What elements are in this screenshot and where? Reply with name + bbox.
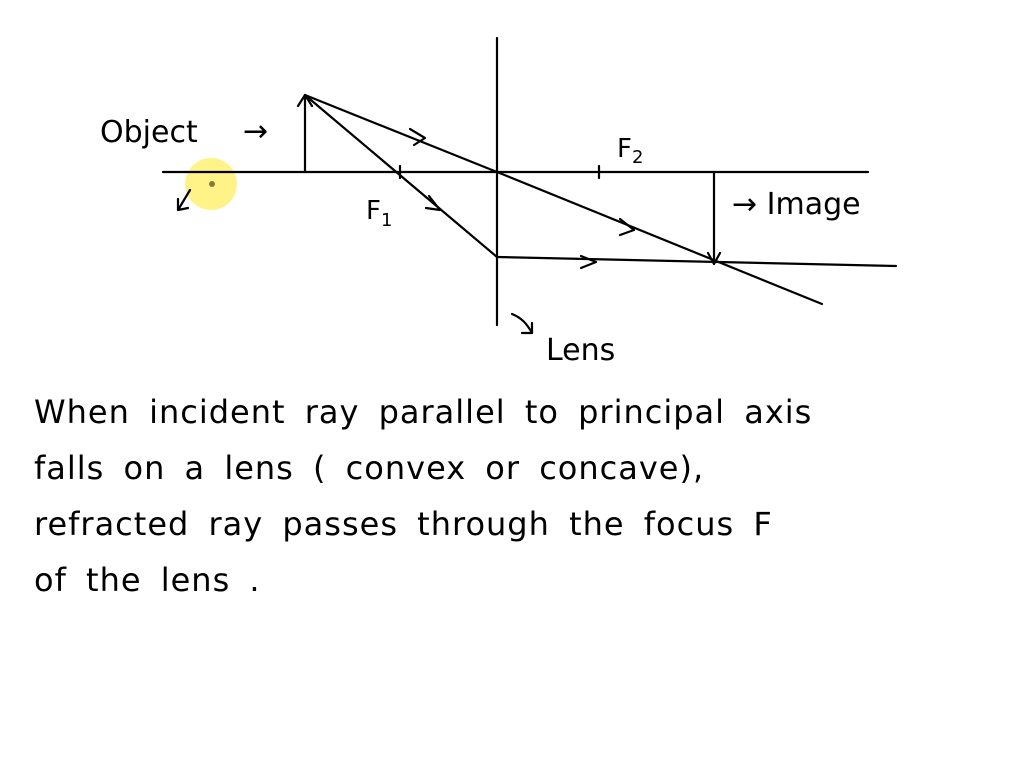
- object-arrow: [296, 93, 314, 174]
- axis-pointer-arrow: [176, 188, 192, 212]
- f2-label-base: F: [617, 134, 632, 164]
- explanation-text: When incident ray parallel to principal …: [34, 384, 1009, 608]
- image-label: → Image: [732, 187, 861, 222]
- caption-line-3: refracted ray passes through the focus F: [34, 505, 773, 543]
- caption-line-4: of the lens .: [34, 561, 261, 599]
- f2-label-sub: 2: [632, 147, 643, 168]
- image-arrow: [706, 170, 722, 266]
- refracted-parallel-ray: [495, 255, 898, 268]
- f2-label: F2: [617, 134, 643, 168]
- f1-label: F1: [366, 196, 392, 231]
- ray-arrowhead-1: [408, 127, 427, 147]
- ray-arrowhead-2: [424, 194, 442, 212]
- ray-through-focus: [303, 93, 499, 259]
- caption-line-1: When incident ray parallel to principal …: [34, 393, 813, 431]
- ray-arrowhead-3: [618, 217, 636, 237]
- cursor-dot: [209, 181, 215, 187]
- object-label: Object: [100, 115, 198, 150]
- ray-arrowhead-4: [579, 254, 598, 270]
- f1-label-sub: 1: [381, 210, 392, 231]
- lens-pointer-arrow: [510, 312, 534, 335]
- lens-label: Lens: [546, 333, 615, 368]
- object-label-arrow: →: [243, 114, 268, 149]
- caption-line-2: falls on a lens ( convex or concave),: [34, 449, 705, 487]
- f1-label-base: F: [366, 196, 381, 226]
